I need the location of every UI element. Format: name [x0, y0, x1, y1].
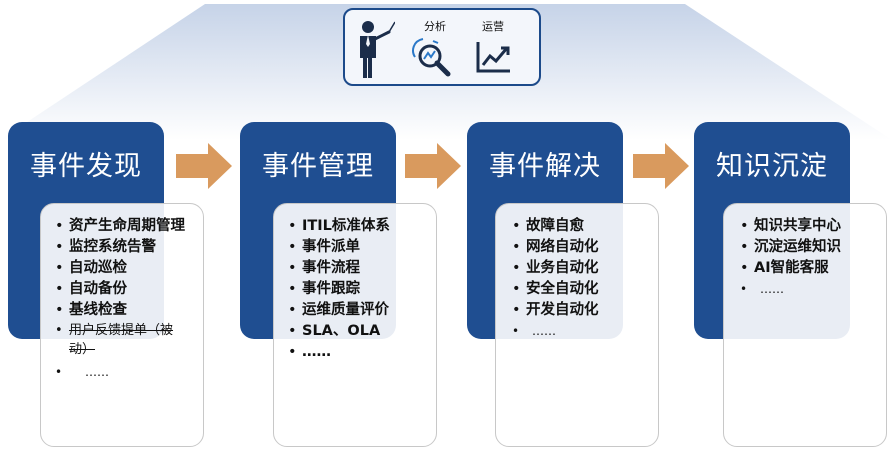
list-item: 自动巡检: [55, 258, 193, 279]
list-item: 运维质量评价: [288, 300, 426, 321]
analysis-magnifier-icon: [412, 38, 451, 77]
list-item: 开发自动化: [512, 300, 648, 321]
stage-panel-knowledge: 知识共享中心 沉淀运维知识 AI智能客服 ……: [723, 203, 887, 447]
list-item: 自动备份: [55, 279, 193, 300]
list-item: ITIL标准体系: [288, 216, 426, 237]
list-item: ……: [55, 362, 193, 383]
flow-arrow: [405, 143, 461, 189]
list-item: AI智能客服: [740, 258, 876, 279]
list-item: ……: [740, 279, 876, 300]
list-item: 故障自愈: [512, 216, 648, 237]
list-item: ……: [512, 321, 648, 342]
list-item: 事件流程: [288, 258, 426, 279]
list-item: 沉淀运维知识: [740, 237, 876, 258]
stage-title: 知识沉淀: [716, 151, 828, 182]
stage-panel-management: ITIL标准体系 事件派单 事件流程 事件跟踪 运维质量评价 SLA、OLA ……: [273, 203, 437, 447]
list-item: 资产生命周期管理: [55, 216, 193, 237]
presenter-icon: [360, 21, 395, 78]
list-item: ……: [288, 342, 426, 363]
list-item: 网络自动化: [512, 237, 648, 258]
list-item: 安全自动化: [512, 279, 648, 300]
stage-title: 事件发现: [30, 151, 142, 182]
list-item: 知识共享中心: [740, 216, 876, 237]
header-label-operation: 运营: [482, 20, 504, 33]
stage-title: 事件管理: [262, 151, 374, 182]
list-item: 事件跟踪: [288, 279, 426, 300]
list-item: SLA、OLA: [288, 321, 426, 342]
stage-panel-discovery: 资产生命周期管理 监控系统告警 自动巡检 自动备份 基线检查 用户反馈提单（被动…: [40, 203, 204, 447]
flow-arrow: [633, 143, 689, 189]
header-label-analysis: 分析: [424, 20, 446, 33]
list-item: 业务自动化: [512, 258, 648, 279]
stage-title: 事件解决: [489, 151, 601, 182]
list-item: 事件派单: [288, 237, 426, 258]
growth-chart-icon: [476, 42, 510, 73]
list-item: 基线检查: [55, 300, 193, 321]
header-emblem: 分析 运营: [343, 8, 541, 86]
list-item: 监控系统告警: [55, 237, 193, 258]
flow-arrow: [176, 143, 232, 189]
stage-panel-resolution: 故障自愈 网络自动化 业务自动化 安全自动化 开发自动化 ……: [495, 203, 659, 447]
list-item: 用户反馈提单（被动）: [55, 321, 189, 359]
